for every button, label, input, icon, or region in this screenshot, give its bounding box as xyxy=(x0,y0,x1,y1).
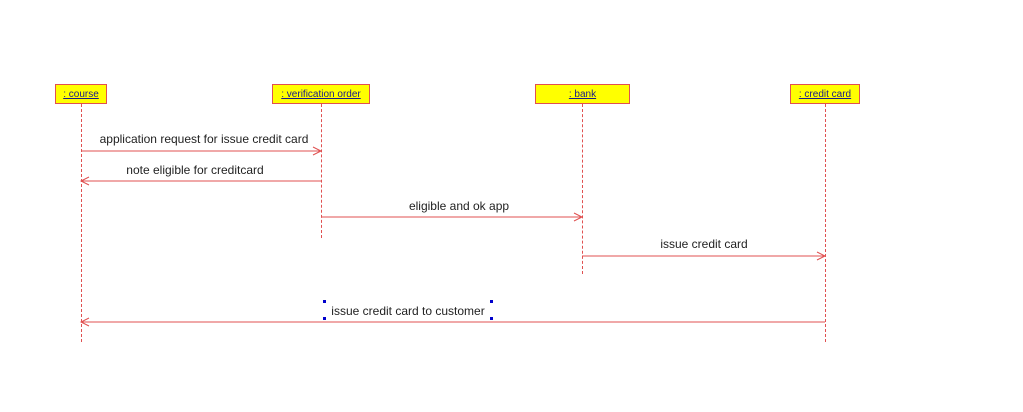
lifeline-credit-card-stem xyxy=(825,104,826,342)
message-arrow-3[interactable] xyxy=(321,212,584,222)
lifeline-verification-order[interactable]: : verification order xyxy=(272,84,370,104)
message-label-3[interactable]: eligible and ok app xyxy=(408,199,510,213)
lifeline-course[interactable]: : course xyxy=(55,84,107,104)
lifeline-credit-card[interactable]: : credit card xyxy=(790,84,860,104)
message-label-5[interactable]: issue credit card to customer xyxy=(331,304,485,318)
lifeline-course-stem xyxy=(81,104,82,342)
lifeline-bank[interactable]: : bank xyxy=(535,84,630,104)
lifeline-verification-order-stem xyxy=(321,104,322,238)
message-arrow-5[interactable] xyxy=(79,317,825,327)
message-label-2[interactable]: note eligible for creditcard xyxy=(126,163,264,177)
lifeline-bank-stem xyxy=(582,104,583,274)
message-arrow-1[interactable] xyxy=(81,146,323,156)
selection-handle-top-left[interactable] xyxy=(323,300,326,303)
selection-handle-bottom-right[interactable] xyxy=(490,317,493,320)
message-arrow-2[interactable] xyxy=(79,176,321,186)
message-label-1[interactable]: application request for issue credit car… xyxy=(99,132,309,146)
selection-handle-top-right[interactable] xyxy=(490,300,493,303)
selection-handle-bottom-left[interactable] xyxy=(323,317,326,320)
message-label-4[interactable]: issue credit card xyxy=(660,237,748,251)
message-arrow-4[interactable] xyxy=(582,251,827,261)
